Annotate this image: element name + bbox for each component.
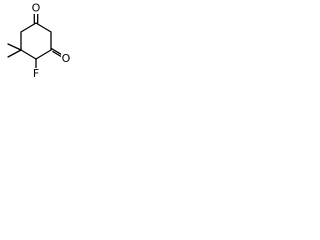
- oxygen-right-bg: [61, 53, 72, 64]
- fluorine-label: F: [33, 67, 39, 80]
- fluorine-bg: [31, 68, 41, 79]
- molecule-canvas: O O F: [0, 0, 79, 93]
- ring-bond-c4-c5: [20, 49, 37, 60]
- oxygen-top-bg: [31, 3, 41, 14]
- ring-bond-c3-c4: [35, 49, 52, 60]
- ring-bond-c6-c1: [20, 22, 37, 33]
- ring-bond-c1-c2: [35, 22, 52, 33]
- molecule-structure: O O F: [7, 2, 72, 80]
- carbonyl-right-bond-a: [50, 47, 62, 55]
- oxygen-top-label: O: [32, 2, 41, 15]
- methyl-bond-lower: [7, 49, 22, 58]
- carbonyl-right-bond-b: [52, 50, 63, 58]
- oxygen-right-label: O: [62, 52, 71, 65]
- methyl-bond-upper: [7, 43, 22, 51]
